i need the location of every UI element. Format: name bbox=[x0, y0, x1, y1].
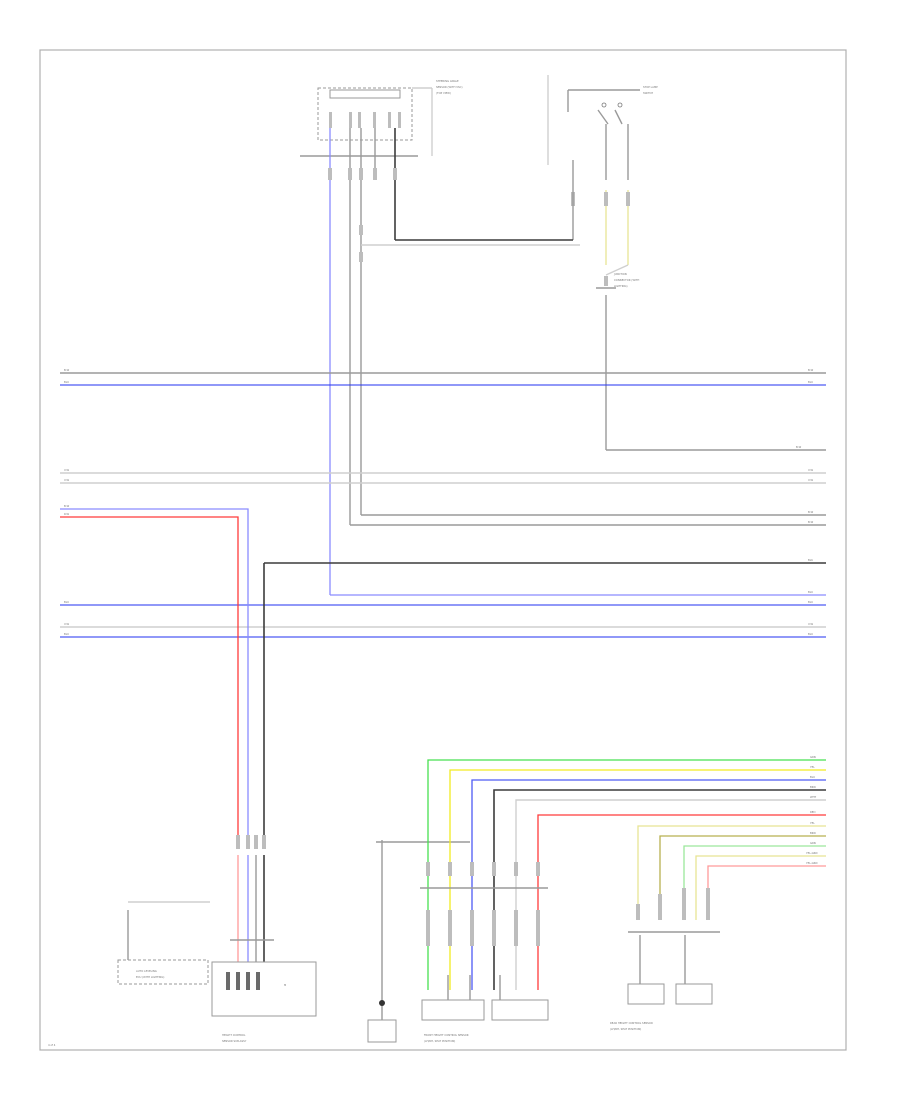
front-height-sensor-label-1: FRONT HEIGHT CONTROL SENSOR bbox=[424, 1033, 469, 1037]
right-wire-label-1: B-W bbox=[808, 368, 814, 372]
bottom-right-label-6: RED bbox=[810, 810, 815, 814]
rear-height-sensor-group: REAR HEIGHT CONTROL SENSOR (LH/RH, SEAT … bbox=[610, 935, 713, 1031]
page-mark: 4 of 4 bbox=[48, 1043, 56, 1047]
height-control-ecu-label-2: SENSOR SUB-ASSY bbox=[222, 1039, 247, 1043]
front-height-sensor-box-1 bbox=[421, 999, 485, 1021]
left-wire-label-8: V-W bbox=[64, 622, 69, 626]
bottom-right-label-8: BRN bbox=[810, 831, 816, 835]
bottom-right-label-4: BRN bbox=[810, 785, 816, 789]
height-control-ecu-label-1: HEIGHT CONTROL bbox=[222, 1033, 246, 1037]
junction-connector-label-3: LIGHTING) bbox=[614, 284, 627, 288]
right-wire-label-5: V-W bbox=[808, 478, 813, 482]
rear-height-sensor-label-1: REAR HEIGHT CONTROL SENSOR bbox=[610, 1021, 653, 1025]
diagram-frame bbox=[39, 49, 847, 1051]
left-wire-label-6: R-W bbox=[64, 512, 70, 516]
right-wire-label-7: B-W bbox=[808, 520, 814, 524]
right-wire-label-4: V-W bbox=[808, 468, 813, 472]
bottom-right-label-3: BLU bbox=[810, 775, 815, 779]
stop-lamp-switch-group: STOP LAMP SWITCH bbox=[547, 75, 658, 276]
left-wire-label-7: BLU bbox=[64, 600, 69, 604]
bottom-right-label-2: YEL bbox=[810, 765, 815, 769]
height-control-ecu-group: M HEIGHT CONTROL SENSOR SUB-ASSY AUTO LE… bbox=[117, 835, 317, 1043]
top-connector-header bbox=[329, 89, 401, 99]
sensor-wires bbox=[420, 759, 826, 990]
auto-leveling-ecu-label-1: AUTO LEVELING bbox=[136, 969, 157, 973]
left-wire-labels: B-W BLU V-W V-W B-W R-W BLU V-W BLU bbox=[64, 368, 70, 636]
stop-lamp-switch-label-2: SWITCH bbox=[643, 91, 653, 95]
junction-connector-group: JUNCTION CONNECTOR (WITH LIGHTING) bbox=[596, 272, 826, 451]
bottom-right-labels: GRN YEL BLU BRN WHT RED YEL BRN GRN YEL-… bbox=[806, 755, 817, 865]
front-height-sensor-group: FRONT HEIGHT CONTROL SENSOR (LH/RH, SEAT… bbox=[421, 975, 549, 1043]
right-wire-label-8: BLK bbox=[808, 558, 813, 562]
auto-leveling-ecu-label-2: ECU (WITH LIGHTING) bbox=[136, 975, 164, 979]
junction-connector-label-2: CONNECTOR (WITH bbox=[614, 278, 639, 282]
ground-group bbox=[367, 840, 470, 1043]
rear-height-sensor-label-2: (LH/RH, SEAT POSITION) bbox=[610, 1027, 641, 1031]
right-wire-label-9: BLU bbox=[808, 590, 813, 594]
right-wire-label-11: V-W bbox=[808, 622, 813, 626]
top-connector-label-1: STEERING ANGLE bbox=[436, 79, 459, 83]
left-wire-label-2: BLU bbox=[64, 380, 69, 384]
bottom-right-label-9: GRN bbox=[810, 841, 816, 845]
stop-lamp-switch-label-1: STOP LAMP bbox=[643, 85, 658, 89]
rear-height-sensor-box-1 bbox=[627, 983, 665, 1005]
rear-height-sensor-box-2 bbox=[675, 983, 713, 1005]
right-wire-label-3: B-W bbox=[796, 445, 802, 449]
left-wire-label-9: BLU bbox=[64, 632, 69, 636]
left-wire-label-1: B-W bbox=[64, 368, 70, 372]
top-connector-group: STEERING ANGLE SENSOR (WITH VSC) (TOP VI… bbox=[300, 79, 463, 157]
bottom-right-label-1: GRN bbox=[810, 755, 816, 759]
front-height-sensor-box-2 bbox=[491, 999, 549, 1021]
svg-text:M: M bbox=[284, 983, 286, 987]
bottom-right-label-7: YEL bbox=[810, 821, 815, 825]
right-wire-label-12: BLU bbox=[808, 632, 813, 636]
bottom-right-label-5: WHT bbox=[810, 795, 817, 799]
left-wire-label-4: V-W bbox=[64, 478, 69, 482]
right-wire-label-6: B-W bbox=[808, 510, 814, 514]
top-connector-label-2: SENSOR (WITH VSC) bbox=[436, 85, 463, 89]
right-wire-labels: B-W BLU B-W V-W V-W B-W B-W BLK BLU BLU … bbox=[796, 368, 814, 636]
top-leads bbox=[328, 128, 580, 595]
left-wire-label-5: B-W bbox=[64, 504, 70, 508]
bus-wires bbox=[60, 372, 826, 845]
top-connector-label-3: (TOP VIEW) bbox=[436, 91, 451, 95]
junction-connector-label-1: JUNCTION bbox=[613, 272, 627, 276]
right-wire-label-10: BLU bbox=[808, 600, 813, 604]
sensor-pins bbox=[426, 862, 710, 946]
front-height-sensor-label-2: (LH/RH, SEAT POSITION) bbox=[424, 1039, 455, 1043]
bottom-right-label-11: YEL-GRN bbox=[806, 861, 817, 865]
left-wire-label-3: V-W bbox=[64, 468, 69, 472]
right-wire-label-2: BLU bbox=[808, 380, 813, 384]
bottom-right-label-10: YEL-GRN bbox=[806, 851, 817, 855]
